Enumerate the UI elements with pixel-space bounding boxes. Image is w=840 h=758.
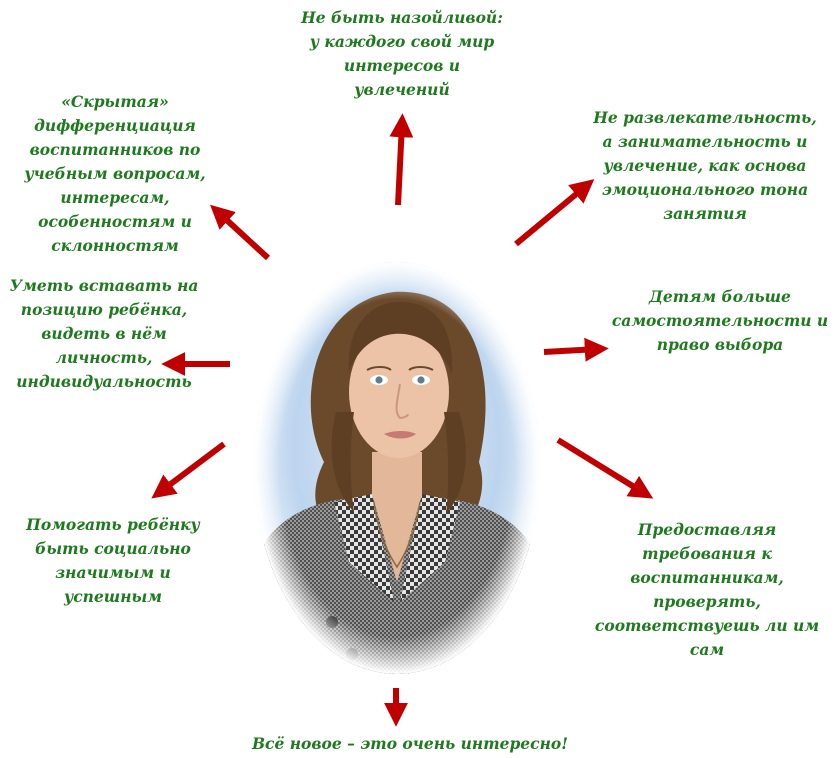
statement-bottom-left: Помогать ребёнку быть социально значимым… (26, 515, 200, 606)
statement-left: Уметь вставать на позицию ребёнка, видет… (9, 276, 199, 391)
statement-bottom: Всё новое – это очень интересно! (251, 734, 569, 753)
arrow-top-right (514, 179, 595, 247)
statement-bottom-right: Предоставляя требования к воспитанникам,… (594, 520, 820, 659)
statement-top-right: Не развлекательность, а занимательность … (593, 108, 817, 223)
arrow-top (389, 113, 414, 206)
statement-top: Не быть назойливой: у каждого свой мир и… (301, 8, 503, 99)
arrow-top-left (210, 204, 271, 261)
arrow-bottom-right (556, 437, 654, 499)
statement-right: Детям больше самостоятельности и право в… (611, 287, 829, 354)
arrow-bottom-left (151, 441, 226, 499)
teacher-portrait (254, 262, 540, 674)
arrow-right (543, 337, 609, 362)
statement-top-left: «Скрытая» дифференциация воспитанников п… (24, 92, 206, 255)
